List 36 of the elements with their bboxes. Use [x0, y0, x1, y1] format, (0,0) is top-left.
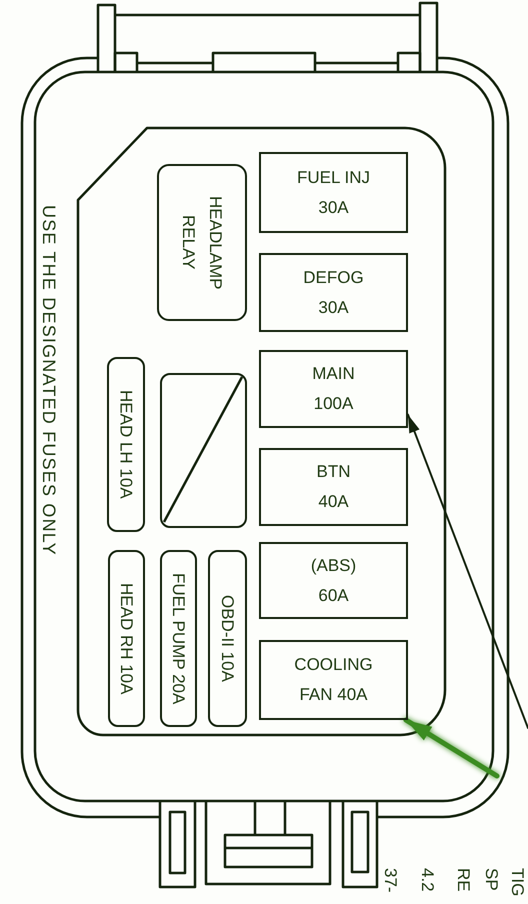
- fuse-slot: [259, 152, 408, 233]
- fuse-slot: [259, 640, 408, 720]
- cut-off-note-text: 37-: [380, 868, 400, 893]
- arrow: [407, 414, 528, 729]
- cut-off-note-text: 4.2: [417, 868, 437, 892]
- fuse-slot: [108, 550, 145, 727]
- fuse-label: (ABS): [310, 554, 356, 576]
- cut-off-note-text: RE: [453, 868, 473, 892]
- fuse-label: OBD-II 10A: [217, 595, 238, 682]
- fuse-label: 30A: [318, 296, 349, 318]
- fuse-slot: [107, 357, 145, 532]
- fuse-label: FUEL PUMP 20A: [168, 572, 189, 704]
- arrow: [403, 718, 500, 778]
- empty-slot: [160, 373, 247, 528]
- fuse-label: 30A: [318, 196, 349, 218]
- fuse-slot: [259, 542, 408, 619]
- fuse-slot: [259, 350, 408, 428]
- fuse-slot: [259, 448, 408, 526]
- fuse-label: 40A: [318, 491, 349, 513]
- fuse-slot: [208, 550, 247, 727]
- instruction-note: USE THE DESIGNATED FUSES ONLY: [39, 205, 59, 556]
- fuse-label: COOLING FAN 40A: [293, 654, 374, 706]
- fuse-label: HEAD RH 10A: [116, 582, 137, 694]
- fuse-label: 60A: [318, 584, 349, 606]
- fuse-slot: [259, 253, 408, 332]
- fuse-label: HEAD LH 10A: [116, 390, 136, 499]
- fuse-label: DEFOG: [303, 266, 364, 288]
- relay-label: HEADLAMP RELAY: [178, 194, 226, 292]
- fuse-label: 100A: [314, 393, 354, 415]
- cut-off-note-text: SP: [481, 868, 501, 891]
- cut-off-note-text: TIG: [507, 868, 527, 896]
- fuse-label: BTN: [316, 461, 350, 483]
- fuse-slot: [160, 550, 197, 727]
- relay-slot: [157, 164, 247, 321]
- fuse-label: MAIN: [312, 363, 355, 385]
- fuse-label: FUEL INJ: [296, 166, 370, 188]
